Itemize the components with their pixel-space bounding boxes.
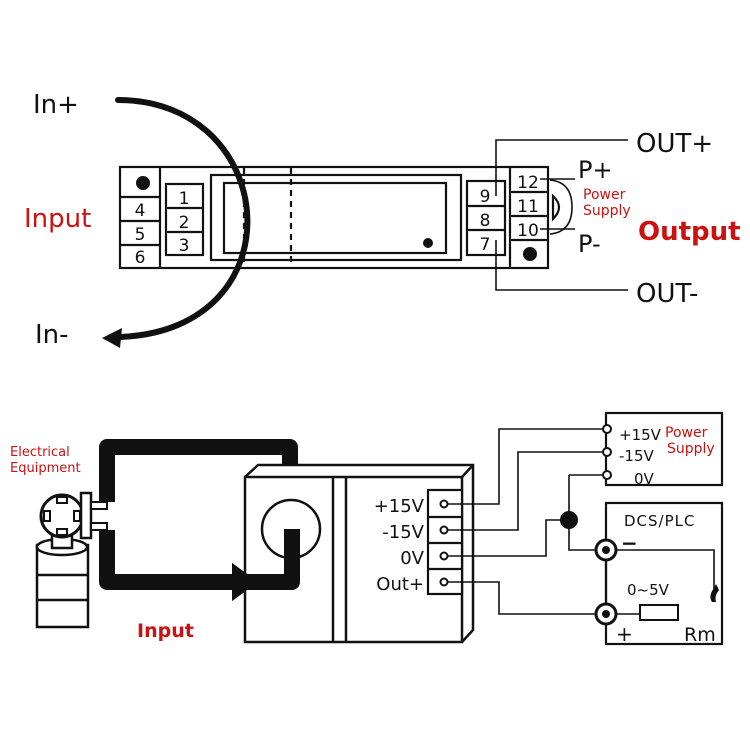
dcs-resistor-label: Rm	[684, 624, 716, 646]
terminal-6: 6	[135, 248, 146, 268]
cable-top	[99, 439, 298, 502]
power-supply-label-1: Power	[583, 187, 626, 203]
out-plus-label: OUT+	[636, 129, 713, 159]
terminal-7: 7	[480, 235, 491, 255]
bottom-diagram: Electrical Equipment Input	[10, 411, 724, 646]
terminal-11: 11	[517, 197, 539, 217]
terminal-10: 10	[517, 221, 539, 241]
sensor-terminal-0v: 0V	[400, 548, 424, 569]
arrowhead-icon	[232, 563, 258, 601]
input-label: Input	[24, 204, 91, 234]
in-plus-label: In+	[33, 90, 79, 120]
output-label: Output	[638, 217, 741, 247]
wire-out	[448, 581, 605, 615]
display-window	[222, 181, 448, 255]
ps-title-1: Power	[665, 425, 708, 441]
ps-terminal-0v: 0V	[634, 470, 655, 488]
terminal-minus-dot	[602, 546, 610, 554]
input-label-bottom: Input	[137, 620, 194, 642]
terminal-screw-icon	[439, 499, 449, 509]
terminal-screw-icon	[439, 577, 449, 587]
dcs-title: DCS/PLC	[624, 512, 695, 530]
inner-right-block	[465, 179, 507, 257]
terminal-icon	[602, 424, 612, 434]
in-minus-label: In-	[35, 320, 69, 350]
terminal-8: 8	[480, 211, 491, 231]
wire-0v	[448, 519, 569, 557]
terminal-9: 9	[480, 187, 491, 207]
terminal-2: 2	[179, 213, 190, 233]
terminal-plus-dot	[602, 610, 610, 618]
junction-dot	[560, 511, 578, 529]
terminal-4: 4	[135, 201, 146, 221]
terminal-screw-icon	[439, 551, 449, 561]
inner-left-block	[164, 182, 205, 257]
electrical-equipment-icon	[35, 491, 108, 629]
terminal-screw-icon	[439, 525, 449, 535]
wire-minus15	[448, 451, 605, 531]
wire-plus15	[448, 428, 605, 505]
out-plus-wire	[495, 139, 628, 196]
terminal-icon	[602, 470, 612, 480]
top-diagram: 4 5 6 1 2 3 9 8 7 12 11 10	[24, 90, 741, 350]
terminal-icon	[602, 447, 612, 457]
wire-0v-dcs	[568, 475, 605, 551]
indicator-dot	[423, 238, 433, 248]
arrowhead-icon	[102, 328, 122, 348]
resistor-icon	[639, 604, 679, 621]
ps-title-2: Supply	[667, 441, 715, 457]
terminal-5: 5	[135, 225, 146, 245]
terminal-1: 1	[179, 189, 190, 209]
terminal-12: 12	[517, 173, 539, 193]
p-plus-label: P+	[578, 156, 613, 184]
dcs-range: 0~5V	[627, 581, 670, 599]
mount-hole-icon	[136, 176, 150, 190]
sensor-module	[243, 463, 475, 644]
sensor-terminal-out: Out+	[376, 574, 424, 595]
out-minus-label: OUT-	[636, 279, 698, 309]
power-bracket	[549, 179, 573, 235]
ps-terminal-plus15: +15V	[619, 426, 662, 444]
ps-terminal-minus15: -15V	[619, 447, 654, 465]
dcs-minus: −	[621, 531, 638, 555]
dcs-loop-wire	[614, 549, 715, 590]
mount-hole-icon	[523, 247, 537, 261]
p-minus-label: P-	[578, 230, 601, 258]
terminal-3: 3	[179, 236, 190, 256]
current-arrow-icon	[710, 584, 719, 602]
input-current-arc	[115, 97, 251, 340]
equipment-label-2: Equipment	[10, 461, 81, 476]
sensor-terminal-minus15: -15V	[382, 522, 424, 543]
out-minus-wire	[495, 240, 628, 291]
equipment-label-1: Electrical	[10, 445, 70, 460]
sensor-terminal-plus15: +15V	[374, 496, 425, 517]
power-bracket-inner	[551, 193, 561, 222]
power-supply-label-2: Supply	[583, 203, 631, 219]
dcs-plus: +	[616, 622, 633, 646]
